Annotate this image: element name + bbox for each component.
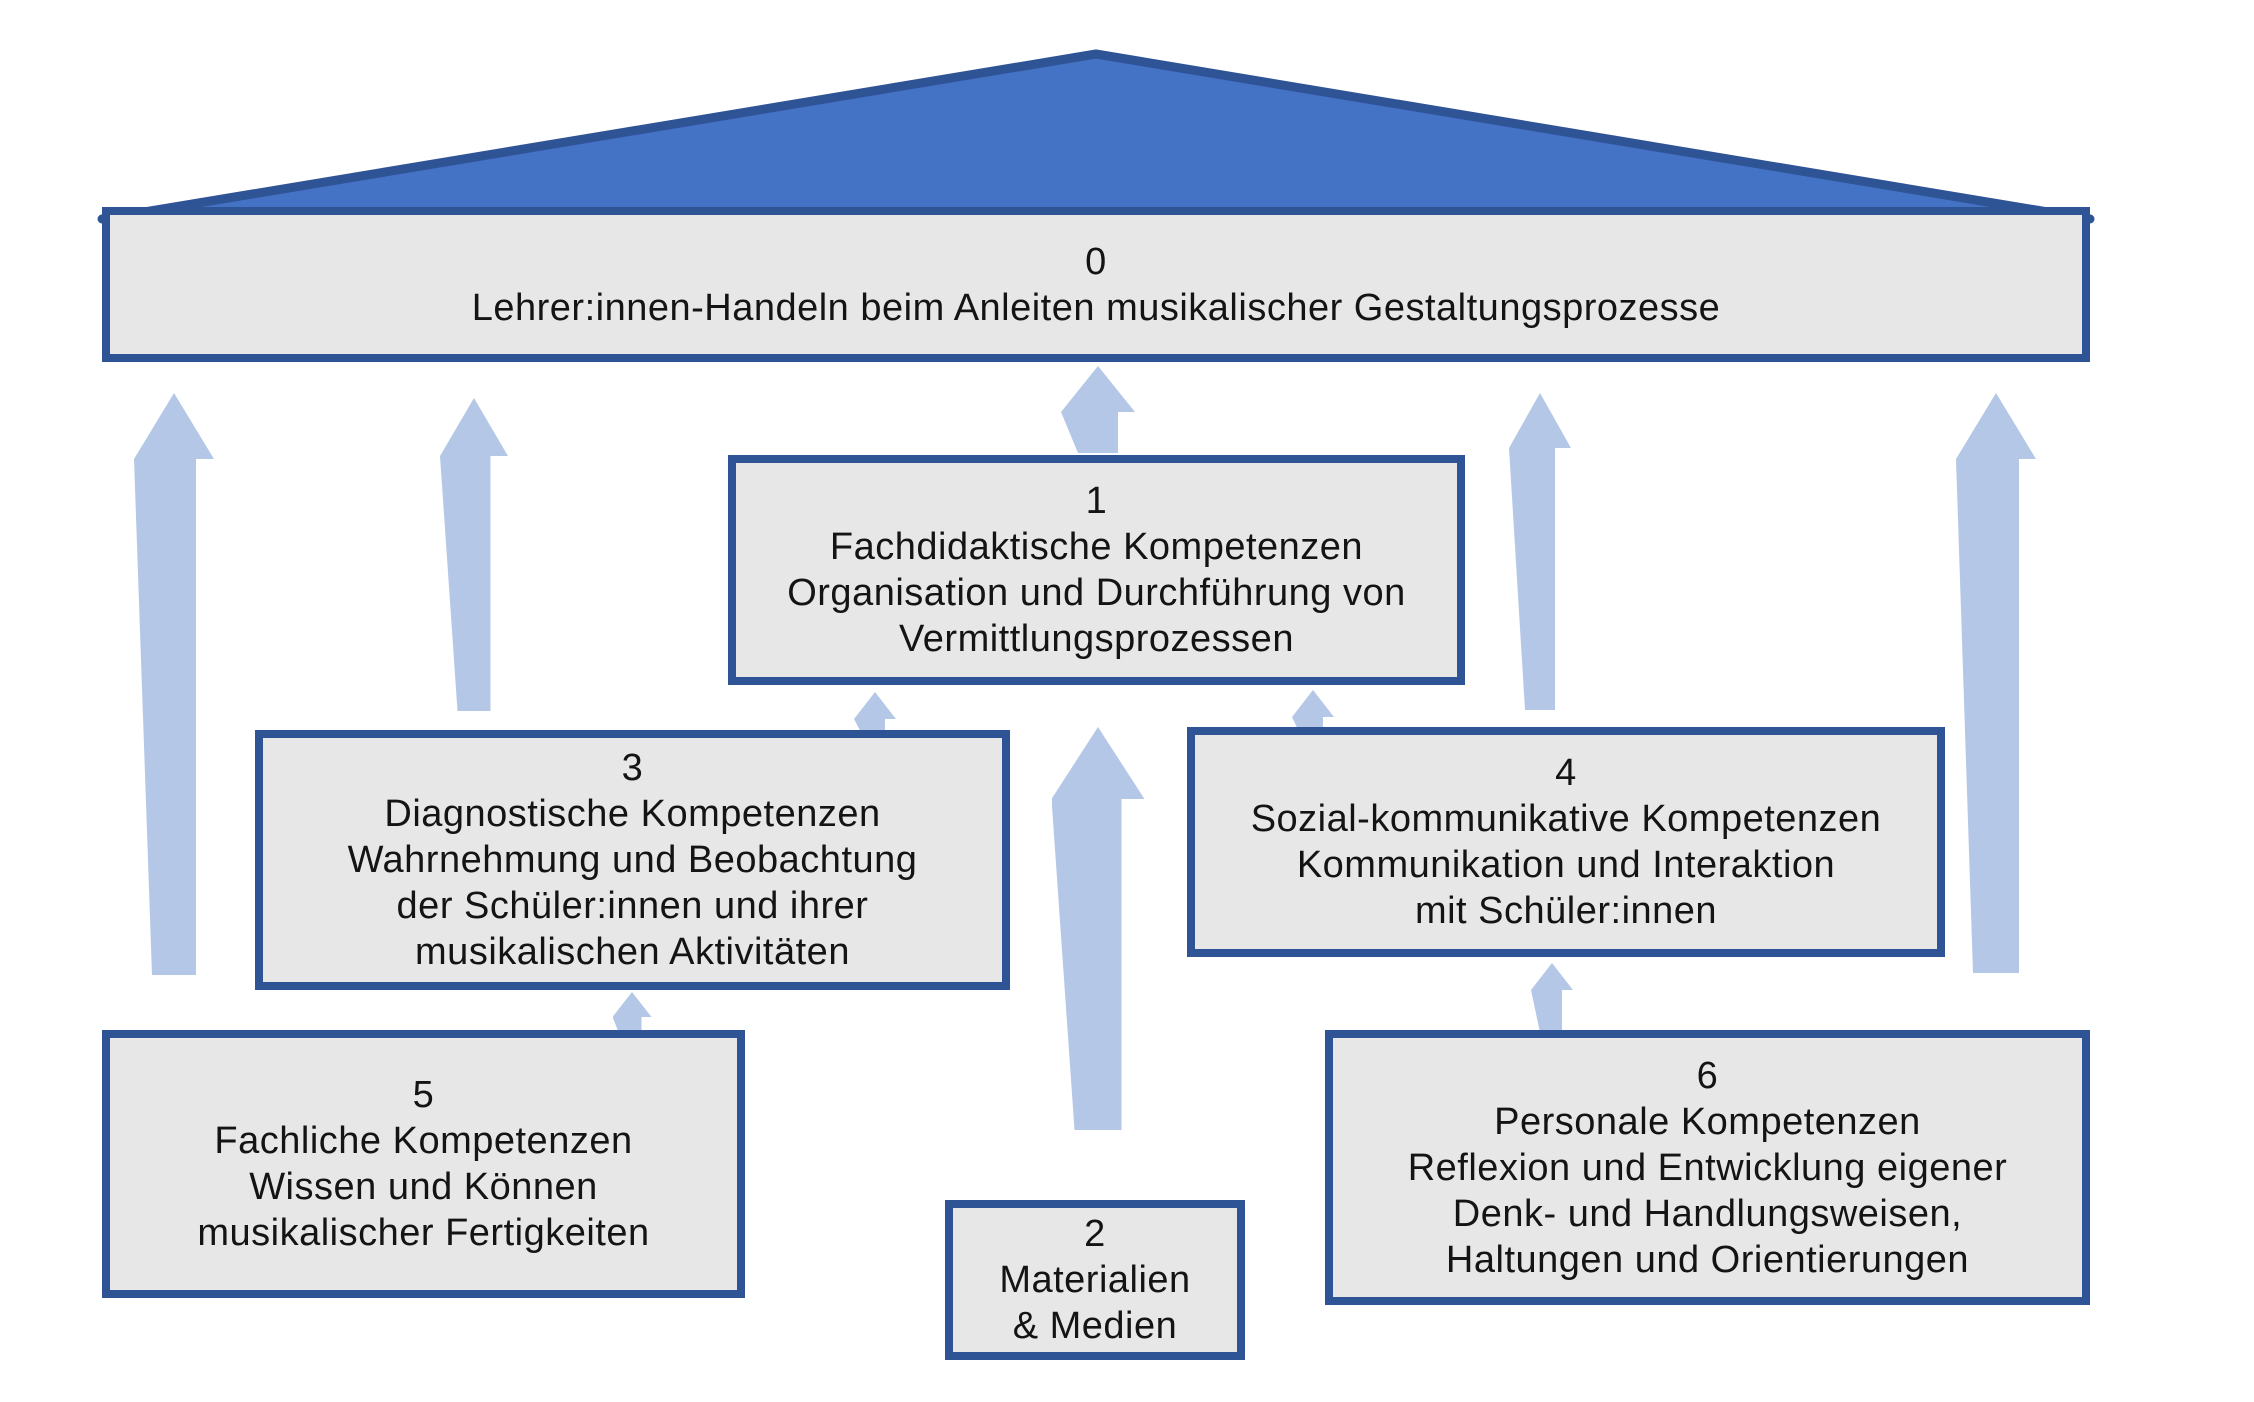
box-4-line: mit Schüler:innen (1414, 890, 1718, 932)
box-5-fachliche-kompetenzen: 5 Fachliche Kompetenzen Wissen und Könne… (102, 1030, 745, 1298)
box-6-line: Personale Kompetenzen (1494, 1100, 1921, 1143)
arrow-box4-to-box0 (1509, 393, 1571, 710)
box-3-line: der Schüler:innen und ihrer (396, 885, 869, 927)
box-1-line: Fachdidaktische Kompetenzen (829, 526, 1364, 568)
box-2-line: Materialien (999, 1259, 1191, 1301)
box-6-personale-kompetenzen: 6 Personale Kompetenzen Reflexion und En… (1325, 1030, 2090, 1305)
roof-shape (97, 49, 2095, 224)
box-4-line: Sozial-kommunikative Kompetenzen (1250, 798, 1882, 840)
box-0-lehrerinnen-handeln: 0 Lehrer:innen-Handeln beim Anleiten mus… (102, 207, 2090, 362)
box-1-line: Organisation und Durchführung von (787, 572, 1406, 614)
box-6-line: Haltungen und Orientierungen (1445, 1238, 1970, 1281)
arrow-left-outer (134, 393, 214, 975)
box-3-diagnostische-kompetenzen: 3 Diagnostische Kompetenzen Wahrnehmung … (255, 730, 1010, 990)
box-4-number: 4 (1555, 752, 1577, 794)
box-3-line: musikalischen Aktivitäten (415, 931, 850, 973)
box-5-line: Wissen und Können (249, 1166, 598, 1208)
box-1-number: 1 (1085, 480, 1108, 522)
box-2-line: & Medien (1012, 1305, 1178, 1347)
box-6-line: Reflexion und Entwicklung eigener (1407, 1146, 2008, 1189)
arrow-right-outer (1956, 393, 2036, 973)
box-5-line: Fachliche Kompetenzen (214, 1120, 633, 1162)
box-2-materialien-medien: 2 Materialien & Medien (945, 1200, 1245, 1360)
box-1-fachdidaktische-kompetenzen: 1 Fachdidaktische Kompetenzen Organisati… (728, 455, 1465, 685)
box-3-number: 3 (621, 747, 644, 789)
box-4-line: Kommunikation und Interaktion (1296, 844, 1836, 886)
box-5-line: musikalischer Fertigkeiten (197, 1212, 650, 1254)
box-3-line: Wahrnehmung und Beobachtung (347, 839, 918, 881)
box-6-line: Denk- und Handlungsweisen, (1452, 1192, 1963, 1235)
box-2-number: 2 (1084, 1213, 1106, 1255)
box-4-sozial-kommunikative-kompetenzen: 4 Sozial-kommunikative Kompetenzen Kommu… (1187, 727, 1945, 957)
box-5-number: 5 (412, 1074, 435, 1116)
box-6-number: 6 (1696, 1054, 1719, 1097)
arrow-box3-to-box0 (440, 398, 508, 711)
arrow-box1-to-box0 (1061, 366, 1135, 453)
box-0-number: 0 (1085, 240, 1107, 283)
box-0-line: Lehrer:innen-Handeln beim Anleiten musik… (471, 286, 1721, 329)
box-3-line: Diagnostische Kompetenzen (384, 793, 881, 835)
box-1-line: Vermittlungsprozessen (899, 618, 1294, 660)
arrow-box2-to-box1 (1051, 727, 1145, 1130)
